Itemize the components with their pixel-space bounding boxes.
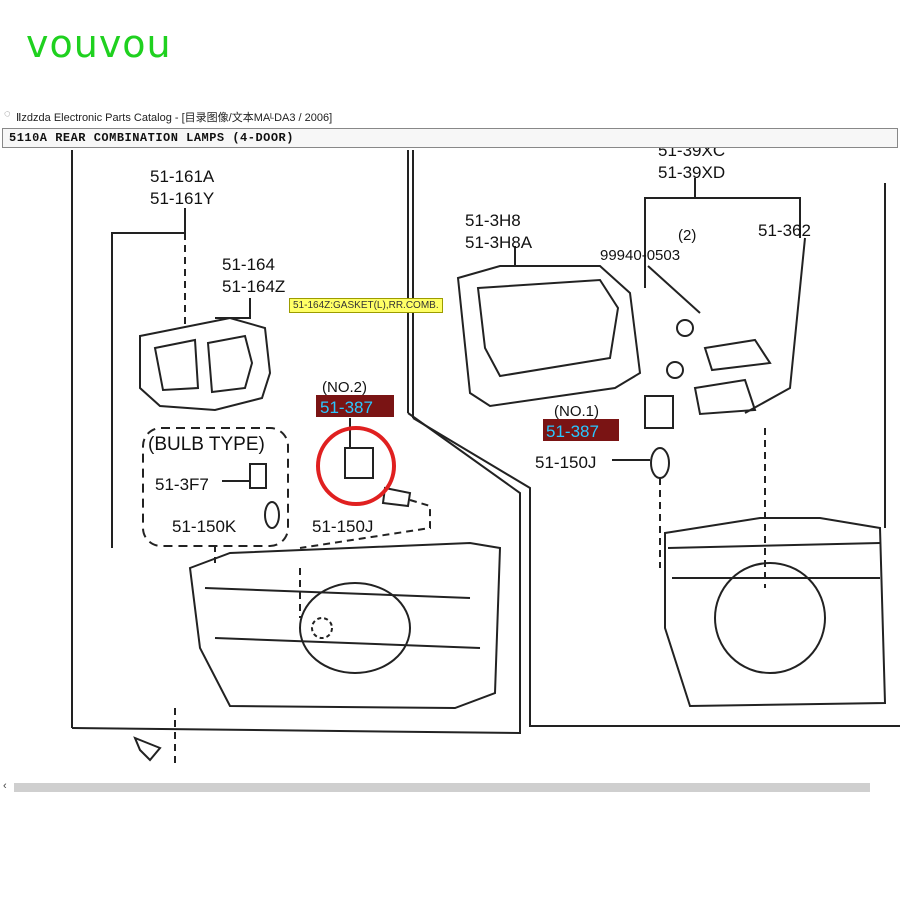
nut-icon-2 bbox=[666, 361, 684, 379]
scrollbar-track[interactable] bbox=[14, 783, 870, 792]
leader-39xd-right bbox=[695, 197, 801, 238]
gasket-left-window-2 bbox=[206, 334, 254, 394]
bulb-type-label: (BULB TYPE) bbox=[148, 434, 265, 455]
socket-3f7-icon bbox=[249, 463, 267, 489]
part-tooltip: 51-164Z:GASKET(L),RR.COMB. bbox=[289, 298, 443, 313]
highlight-circle bbox=[316, 426, 396, 506]
part-label-150k[interactable]: 51-150K bbox=[172, 517, 237, 536]
lamp-right-reflector bbox=[714, 562, 826, 674]
window-title: Ⅱzdzda Electronic Parts Catalog - [目录图像/… bbox=[16, 112, 333, 124]
leader-161 bbox=[111, 208, 186, 548]
part-label-3f7[interactable]: 51-3F7 bbox=[155, 475, 209, 494]
bracket-icon-2 bbox=[693, 378, 757, 416]
socket-387-left-icon bbox=[344, 447, 374, 479]
part-label-3h8[interactable]: 51-3H8 bbox=[465, 211, 521, 230]
leader-nut bbox=[647, 265, 701, 314]
lamp-left-socket-hole bbox=[311, 617, 333, 639]
gasket-left bbox=[139, 316, 272, 412]
part-label-164[interactable]: 51-164 bbox=[222, 255, 275, 274]
window-title-bar: ◌ Ⅱzdzda Electronic Parts Catalog - [目录图… bbox=[0, 106, 900, 126]
part-label-164z[interactable]: 51-164Z bbox=[222, 277, 285, 296]
leader-362 bbox=[744, 237, 806, 414]
scroll-left-icon[interactable]: ‹ bbox=[3, 780, 7, 792]
leader-39xd bbox=[644, 178, 696, 288]
section-header-text: 5110A REAR COMBINATION LAMPS (4-DOOR) bbox=[9, 131, 294, 145]
part-label-39xd[interactable]: 51-39XD bbox=[658, 163, 725, 182]
window-icon: ◌ bbox=[4, 108, 11, 120]
lamp-housing-right bbox=[664, 517, 887, 708]
gasket-left-window-1 bbox=[153, 338, 200, 392]
part-label-387-left[interactable]: 51-387 bbox=[320, 398, 373, 417]
left-panel-border bbox=[71, 412, 521, 735]
horizontal-scrollbar[interactable]: ‹ bbox=[0, 780, 900, 796]
part-387-right-highlight[interactable] bbox=[543, 419, 619, 441]
part-label-no2: (NO.2) bbox=[322, 379, 367, 396]
part-label-161y[interactable]: 51-161Y bbox=[150, 189, 214, 208]
socket-387-right-icon bbox=[644, 395, 674, 429]
part-label-150j-right[interactable]: 51-150J bbox=[535, 453, 596, 472]
lamp-left-reflector bbox=[299, 582, 411, 674]
lamp-right-line-1 bbox=[667, 542, 881, 549]
part-label-3h8a[interactable]: 51-3H8A bbox=[465, 233, 533, 252]
bracket-icon-1 bbox=[703, 338, 772, 372]
part-label-362[interactable]: 51-362 bbox=[758, 221, 811, 240]
nut-icon-1 bbox=[676, 319, 694, 337]
part-label-387-right[interactable]: 51-387 bbox=[546, 422, 599, 441]
bulb-150j-left-dash bbox=[299, 499, 431, 549]
gasket-right-inner bbox=[476, 278, 620, 378]
leader-164 bbox=[215, 298, 251, 319]
parts-diagram: 51-161A 51-161Y 51-164 51-164Z (NO.2) 51… bbox=[0, 148, 900, 788]
bulb-150k-icon bbox=[264, 501, 280, 529]
part-label-39xc[interactable]: 51-39XC bbox=[658, 148, 725, 160]
part-label-qty-2: (2) bbox=[678, 227, 696, 244]
part-label-161a[interactable]: 51-161A bbox=[150, 167, 215, 186]
screw-icon bbox=[133, 736, 162, 762]
lamp-left-line-1 bbox=[204, 587, 471, 599]
part-label-150j-left[interactable]: 51-150J bbox=[312, 517, 373, 536]
gasket-right bbox=[456, 265, 642, 408]
part-label-no1: (NO.1) bbox=[554, 403, 599, 420]
watermark-text: vouvou bbox=[26, 22, 172, 66]
right-panel-border bbox=[412, 417, 900, 727]
section-header: 5110A REAR COMBINATION LAMPS (4-DOOR) bbox=[2, 128, 898, 148]
lamp-housing-left bbox=[188, 541, 502, 710]
part-label-99940[interactable]: 99940-0503 bbox=[600, 247, 680, 264]
bulb-150j-right-icon bbox=[650, 447, 670, 479]
lamp-left-line-2 bbox=[214, 637, 481, 649]
part-387-left-highlight[interactable] bbox=[316, 395, 394, 417]
bulb-150j-left-icon bbox=[381, 486, 412, 508]
